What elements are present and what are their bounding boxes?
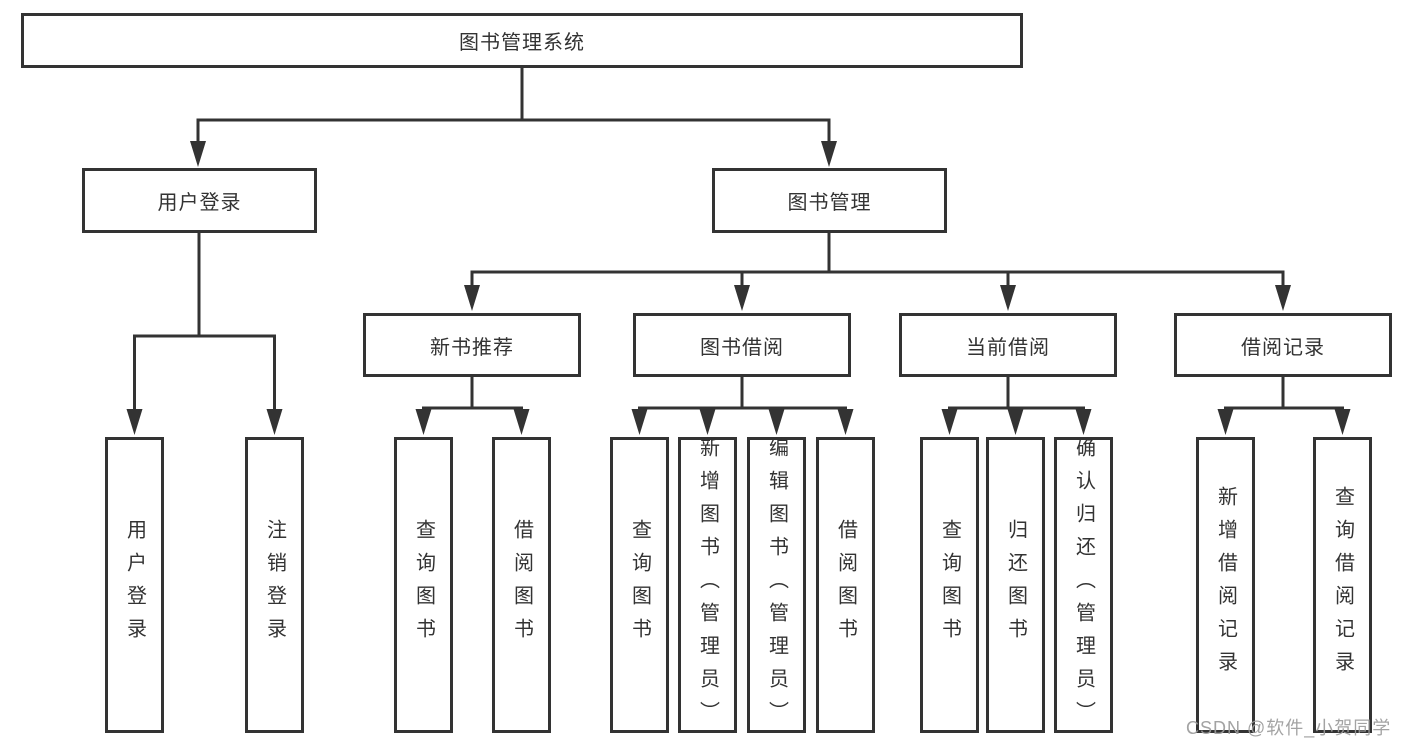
node-borrow-records-label: 借阅记录: [1241, 336, 1325, 359]
node-book-management-label: 图书管理: [787, 192, 872, 214]
connector-user-login: [126, 233, 283, 435]
node-leaf-query-books-1: 查询图书: [394, 437, 453, 733]
node-leaf-return-books: 归还图书: [986, 437, 1045, 733]
node-user-login-group-label: 用户登录: [157, 192, 242, 214]
node-root: 图书管理系统: [21, 13, 1023, 68]
node-leaf-edit-books-admin: 编辑图书（管理员）: [747, 436, 806, 734]
node-new-book-recommend-label: 新书推荐: [430, 336, 514, 359]
node-leaf-query-borrow-record-label: 查询借阅记录: [1331, 486, 1354, 684]
node-leaf-add-borrow-record: 新增借阅记录: [1196, 437, 1255, 733]
node-current-borrow: 当前借阅: [899, 313, 1117, 377]
node-leaf-user-login-label: 用户登录: [123, 519, 146, 651]
node-leaf-logout: 注销登录: [245, 437, 304, 733]
node-leaf-query-books-3-label: 查询图书: [938, 519, 961, 651]
node-leaf-query-borrow-record: 查询借阅记录: [1313, 437, 1372, 733]
node-root-label: 图书管理系统: [459, 32, 585, 54]
node-leaf-add-books-admin-label: 新增图书（管理员）: [696, 436, 719, 734]
node-leaf-confirm-return-admin: 确认归还（管理员）: [1054, 436, 1113, 734]
node-leaf-query-books-2: 查询图书: [610, 437, 669, 733]
node-current-borrow-label: 当前借阅: [966, 336, 1050, 359]
node-leaf-confirm-return-admin-label: 确认归还（管理员）: [1072, 436, 1095, 734]
node-borrow-records: 借阅记录: [1174, 313, 1392, 377]
connector-borrow-records: [1217, 377, 1351, 435]
node-leaf-logout-label: 注销登录: [263, 519, 286, 651]
connector-book-borrow: [631, 377, 854, 435]
node-leaf-query-books-3: 查询图书: [920, 437, 979, 733]
node-user-login-group: 用户登录: [82, 168, 317, 233]
node-book-borrow: 图书借阅: [633, 313, 851, 377]
node-leaf-add-borrow-record-label: 新增借阅记录: [1214, 486, 1237, 684]
node-leaf-borrow-books-2-label: 借阅图书: [834, 519, 857, 651]
node-leaf-user-login: 用户登录: [105, 437, 164, 733]
node-book-management: 图书管理: [712, 168, 947, 233]
node-leaf-borrow-books-1-label: 借阅图书: [510, 519, 533, 651]
node-leaf-add-books-admin: 新增图书（管理员）: [678, 436, 737, 734]
node-leaf-query-books-1-label: 查询图书: [412, 519, 435, 651]
node-leaf-query-books-2-label: 查询图书: [628, 519, 651, 651]
node-leaf-borrow-books-1: 借阅图书: [492, 437, 551, 733]
node-leaf-borrow-books-2: 借阅图书: [816, 437, 875, 733]
connector-current-borrow: [941, 377, 1092, 435]
connector-new-book: [415, 377, 530, 435]
connector-book-management: [464, 233, 1291, 311]
connector-root: [190, 68, 837, 167]
node-book-borrow-label: 图书借阅: [700, 336, 784, 359]
csdn-watermark: CSDN @软件_小贺同学: [1186, 718, 1392, 738]
node-leaf-edit-books-admin-label: 编辑图书（管理员）: [765, 436, 788, 734]
node-leaf-return-books-label: 归还图书: [1004, 519, 1027, 651]
node-new-book-recommend: 新书推荐: [363, 313, 581, 377]
